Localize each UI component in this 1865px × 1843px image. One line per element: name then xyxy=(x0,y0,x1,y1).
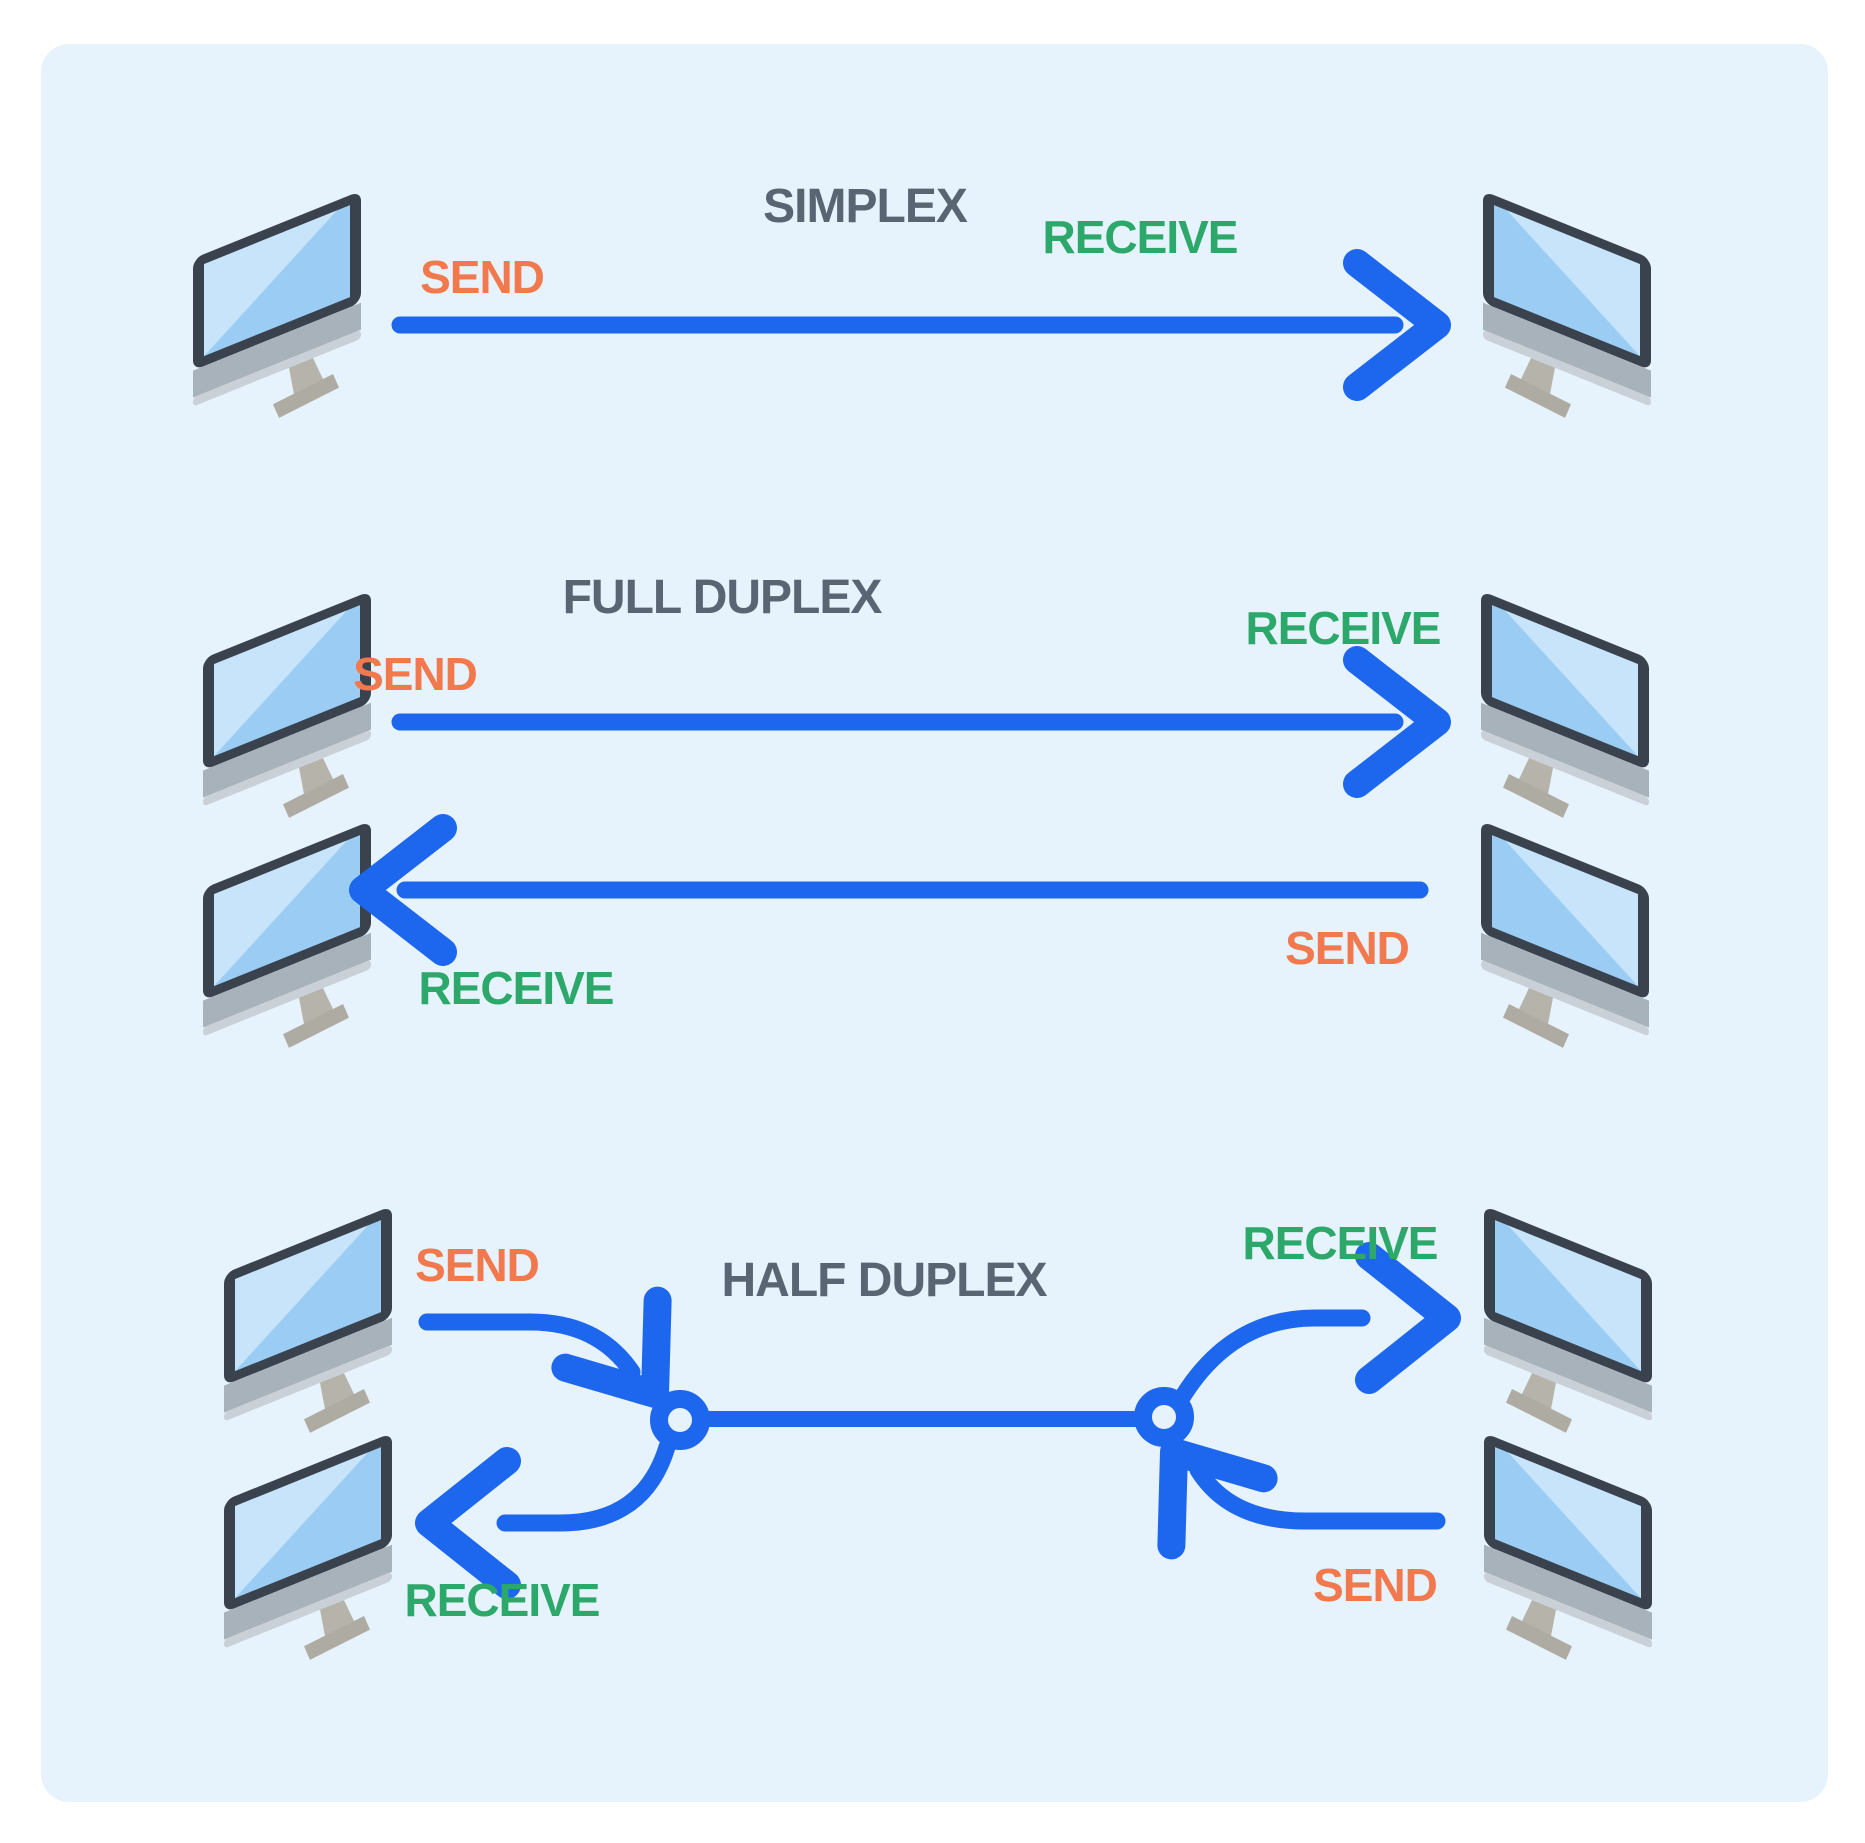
simplex-arrowhead-icon xyxy=(1343,249,1451,401)
full-duplex-send-top-label: SEND xyxy=(353,648,478,700)
monitor-icon xyxy=(1484,1205,1652,1435)
full-duplex-send-bottom-label: SEND xyxy=(1285,922,1410,974)
monitor-icon xyxy=(224,1432,392,1662)
half-duplex-receive-left-label: RECEIVE xyxy=(404,1574,601,1626)
half-duplex-left-send-arrow xyxy=(418,1313,641,1381)
half-duplex-right-send-arrow xyxy=(1189,1461,1446,1530)
simplex-send-label: SEND xyxy=(420,251,545,303)
monitor-icon xyxy=(203,820,371,1050)
monitor-icon xyxy=(203,590,371,820)
monitor-icon xyxy=(1483,190,1651,420)
half-duplex-right-receive-arrow xyxy=(1174,1309,1371,1405)
monitor-icon xyxy=(193,190,361,420)
half-duplex-receive-right-label: RECEIVE xyxy=(1242,1217,1439,1269)
half-duplex-left-receive-arrow xyxy=(496,1438,676,1532)
half-duplex-left-send-arrowhead-icon xyxy=(551,1286,672,1408)
full-duplex-send-arrowhead-icon xyxy=(1343,646,1451,798)
half-duplex-left-receive-arrowhead-icon xyxy=(415,1447,521,1599)
full-duplex-receive-top-label: RECEIVE xyxy=(1245,602,1442,654)
monitor-icon xyxy=(1484,1432,1652,1662)
half-duplex-left-node-icon xyxy=(650,1390,710,1450)
half-duplex-right-node-icon xyxy=(1134,1387,1194,1447)
simplex-title: SIMPLEX xyxy=(763,180,968,233)
half-duplex-send-left-label: SEND xyxy=(415,1239,540,1291)
half-duplex-title: HALF DUPLEX xyxy=(721,1254,1048,1307)
full-duplex-title: FULL DUPLEX xyxy=(562,571,883,624)
monitor-icon xyxy=(1481,820,1649,1050)
monitor-icon xyxy=(224,1205,392,1435)
full-duplex-receive-bottom-label: RECEIVE xyxy=(418,962,615,1014)
monitor-icon xyxy=(1481,590,1649,820)
half-duplex-send-right-label: SEND xyxy=(1313,1559,1438,1611)
half-duplex-right-receive-arrowhead-icon xyxy=(1355,1242,1461,1394)
simplex-receive-label: RECEIVE xyxy=(1042,211,1239,263)
full-duplex-receive-arrowhead-icon xyxy=(349,814,457,966)
half-duplex-right-send-arrowhead-icon xyxy=(1157,1438,1278,1560)
